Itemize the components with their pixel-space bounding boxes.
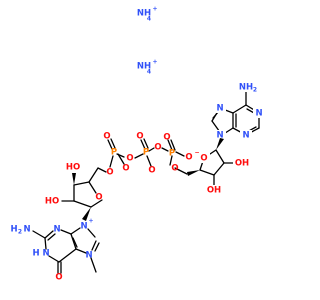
ammonium-ion-1-sub: 4 bbox=[147, 16, 151, 23]
ribose-right-oh-2: OH bbox=[235, 159, 249, 169]
o5-right-label: O bbox=[171, 164, 178, 174]
p2-o-label: O bbox=[148, 166, 155, 176]
guanine-n9-plus: + bbox=[88, 218, 93, 225]
adenine-n7-label: N bbox=[216, 104, 223, 114]
ribose-left-ho-3: HO bbox=[66, 163, 80, 173]
guanine-n3-label: N bbox=[53, 225, 60, 235]
ribose-left-ring-o: O bbox=[95, 193, 102, 203]
adenine-n3-label: N bbox=[242, 131, 249, 141]
ribose-right: O OH OH bbox=[178, 138, 251, 196]
ribose-right-ring-o: O bbox=[200, 154, 207, 164]
adenine-n9-label: N bbox=[216, 131, 223, 141]
adenine-nh2-sub: 2 bbox=[253, 87, 257, 94]
guanine-n9-label: N bbox=[80, 222, 87, 232]
p2-double-o-label: O bbox=[136, 132, 143, 142]
bridge-o-2-label: O bbox=[126, 154, 133, 164]
guanine-n7-label: N bbox=[85, 251, 92, 261]
ammonium-ion-2-n: NH bbox=[137, 62, 151, 72]
o5-left-label: O bbox=[106, 168, 113, 178]
ammonium-ion-1-charge: + bbox=[152, 6, 157, 13]
molecule-diagram: NH 4 + NH 4 + N N N N NH bbox=[10, 5, 265, 283]
guanine-nh2-sub: 2 bbox=[18, 229, 22, 236]
triphosphate-chain: O P O O − O P O O O P O O O bbox=[103, 132, 199, 178]
ammonium-ion-2: NH 4 + bbox=[137, 59, 158, 76]
ribose-left-ho-2: HO bbox=[45, 197, 59, 207]
ammonium-ion-2-sub: 4 bbox=[147, 69, 151, 76]
adenine-base: N N N N NH 2 bbox=[211, 82, 265, 141]
bridge-o-1-label: O bbox=[154, 143, 161, 153]
guanine-n1-label: N bbox=[42, 249, 49, 259]
p1-o-label: O bbox=[122, 164, 129, 174]
phosphorus-1-label: P bbox=[111, 148, 117, 158]
ammonium-ion-2-charge: + bbox=[152, 59, 157, 66]
phosphorus-2-label: P bbox=[143, 148, 149, 158]
phosphorus-3-label: P bbox=[169, 149, 175, 159]
ribose-right-oh-3: OH bbox=[207, 186, 221, 196]
p3-o-minus-label: O bbox=[185, 153, 192, 163]
adenine-nh2-label: NH bbox=[239, 83, 253, 93]
p3-minus-sign: − bbox=[194, 150, 199, 157]
guanine-carbonyl-o: O bbox=[55, 273, 62, 283]
guanine-nh2-h: H bbox=[10, 225, 17, 235]
p3-double-o-label: O bbox=[163, 133, 170, 143]
ribose-left: O HO HO bbox=[45, 163, 107, 221]
methylguanine-base: N + N N N H H 2 N O bbox=[10, 218, 100, 283]
ammonium-ion-1-n: NH bbox=[137, 9, 151, 19]
guanine-nh2-n: N bbox=[23, 225, 30, 235]
ammonium-ion-1: NH 4 + bbox=[137, 6, 158, 23]
p1-double-o-label: O bbox=[103, 132, 110, 142]
adenine-n1-label: N bbox=[255, 109, 262, 119]
guanine-n1-h-label: H bbox=[32, 249, 39, 259]
